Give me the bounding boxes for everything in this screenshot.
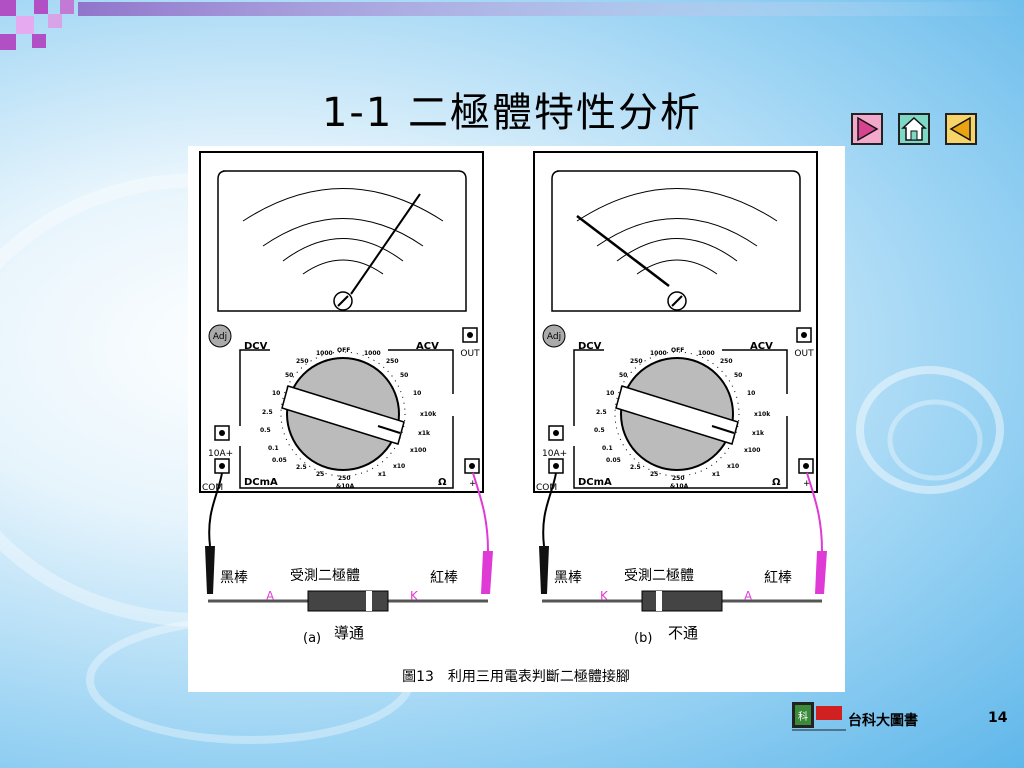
svg-text:50: 50 [400, 372, 408, 379]
play-right-icon [857, 116, 879, 142]
adj-knob[interactable] [542, 324, 566, 348]
svg-text:DCmA: DCmA [244, 477, 278, 488]
svg-text:+: + [803, 479, 811, 489]
home-button[interactable] [898, 113, 930, 145]
svg-text:DCmA: DCmA [578, 477, 612, 488]
svg-text:0.05: 0.05 [606, 457, 621, 464]
svg-text:黑棒: 黑棒 [554, 570, 582, 586]
svg-text:2.5: 2.5 [262, 409, 273, 416]
svg-text:黑棒: 黑棒 [220, 570, 248, 586]
svg-text:x1: x1 [712, 471, 720, 478]
svg-text:x10: x10 [393, 463, 405, 470]
svg-text:2.5: 2.5 [296, 464, 307, 471]
multimeter-figure: Adj OUT DCV ACV DCmA Ω 1000 OFF 1000 250… [188, 146, 845, 692]
svg-text:25: 25 [650, 471, 658, 478]
adj-knob[interactable] [208, 324, 232, 348]
figure-caption: 圖13 利用三用電表判斷二極體接腳 [402, 668, 630, 685]
svg-text:&10A: &10A [336, 483, 355, 490]
svg-text:紅棒: 紅棒 [430, 570, 458, 586]
publisher-name: 台科大圖書 [848, 713, 918, 729]
next-slide-button[interactable] [851, 113, 883, 145]
svg-text:ACV: ACV [750, 341, 773, 352]
multimeter-a: Adj OUT DCV ACV DCmA Ω 1000 OFF 1000 250… [199, 151, 493, 646]
svg-text:250: 250 [630, 358, 643, 365]
svg-text:科: 科 [798, 710, 808, 723]
svg-text:10: 10 [413, 390, 421, 397]
header-decoration [0, 0, 1024, 50]
needle-a [350, 193, 421, 295]
svg-text:DCV: DCV [578, 341, 602, 352]
needle-b [576, 215, 670, 287]
svg-text:Adj: Adj [547, 332, 561, 342]
svg-text:50: 50 [619, 372, 627, 379]
svg-text:1000: 1000 [316, 350, 333, 357]
svg-text:OFF: OFF [671, 347, 684, 354]
svg-text:10A+: 10A+ [208, 449, 233, 459]
svg-text:受測二極體: 受測二極體 [624, 568, 694, 584]
svg-text:x1k: x1k [752, 430, 765, 437]
home-icon [901, 116, 927, 141]
svg-text:Ω: Ω [772, 477, 781, 488]
svg-text:2.5: 2.5 [630, 464, 641, 471]
svg-text:250: 250 [296, 358, 309, 365]
play-left-icon [949, 116, 971, 142]
svg-text:250: 250 [338, 475, 351, 482]
svg-text:0.5: 0.5 [260, 427, 271, 434]
svg-text:x1k: x1k [418, 430, 431, 437]
svg-text:0.1: 0.1 [268, 445, 279, 452]
svg-text:2.5: 2.5 [596, 409, 607, 416]
svg-text:x1: x1 [378, 471, 386, 478]
svg-text:導通: 導通 [334, 624, 364, 642]
previous-slide-button[interactable] [945, 113, 977, 145]
svg-text:ACV: ACV [416, 341, 439, 352]
svg-text:OUT: OUT [794, 349, 814, 359]
svg-text:x100: x100 [744, 447, 760, 454]
svg-text:不通: 不通 [668, 624, 698, 642]
svg-text:(a): (a) [303, 631, 321, 646]
svg-text:x10k: x10k [754, 411, 771, 418]
svg-text:DCV: DCV [244, 341, 268, 352]
svg-text:+: + [469, 479, 477, 489]
svg-text:A: A [744, 589, 753, 603]
svg-text:OUT: OUT [460, 349, 480, 359]
svg-text:250: 250 [386, 358, 399, 365]
svg-text:50: 50 [734, 372, 742, 379]
svg-text:10A+: 10A+ [542, 449, 567, 459]
svg-text:1000: 1000 [650, 350, 667, 357]
svg-text:K: K [600, 589, 609, 603]
diode-b [641, 590, 723, 612]
diode-a [307, 590, 389, 612]
svg-text:10: 10 [606, 390, 614, 397]
svg-text:10: 10 [747, 390, 755, 397]
svg-text:OFF: OFF [337, 347, 350, 354]
svg-text:COM: COM [536, 483, 557, 493]
svg-text:Ω: Ω [438, 477, 447, 488]
svg-text:x100: x100 [410, 447, 426, 454]
svg-text:50: 50 [285, 372, 293, 379]
svg-text:250: 250 [672, 475, 685, 482]
svg-text:&10A: &10A [670, 483, 689, 490]
svg-text:x10: x10 [727, 463, 739, 470]
svg-text:紅棒: 紅棒 [764, 570, 792, 586]
svg-text:Adj: Adj [213, 332, 227, 342]
publisher-logo: 科 [792, 702, 846, 731]
svg-text:1000: 1000 [364, 350, 381, 357]
slide-title: 1-1 二極體特性分析 [321, 90, 703, 136]
multimeter-b: Adj OUT DCV ACV DCmA Ω 1000 OFF 1000 250… [533, 151, 827, 646]
svg-text:1000: 1000 [698, 350, 715, 357]
svg-text:25: 25 [316, 471, 324, 478]
svg-text:x10k: x10k [420, 411, 437, 418]
svg-text:受測二極體: 受測二極體 [290, 568, 360, 584]
svg-text:250: 250 [720, 358, 733, 365]
svg-text:0.05: 0.05 [272, 457, 287, 464]
svg-text:10: 10 [272, 390, 280, 397]
svg-text:0.1: 0.1 [602, 445, 613, 452]
page-number: 14 [988, 710, 1008, 726]
svg-text:0.5: 0.5 [594, 427, 605, 434]
svg-text:COM: COM [202, 483, 223, 493]
svg-text:A: A [266, 589, 275, 603]
svg-text:(b): (b) [634, 631, 652, 646]
svg-text:K: K [410, 589, 419, 603]
